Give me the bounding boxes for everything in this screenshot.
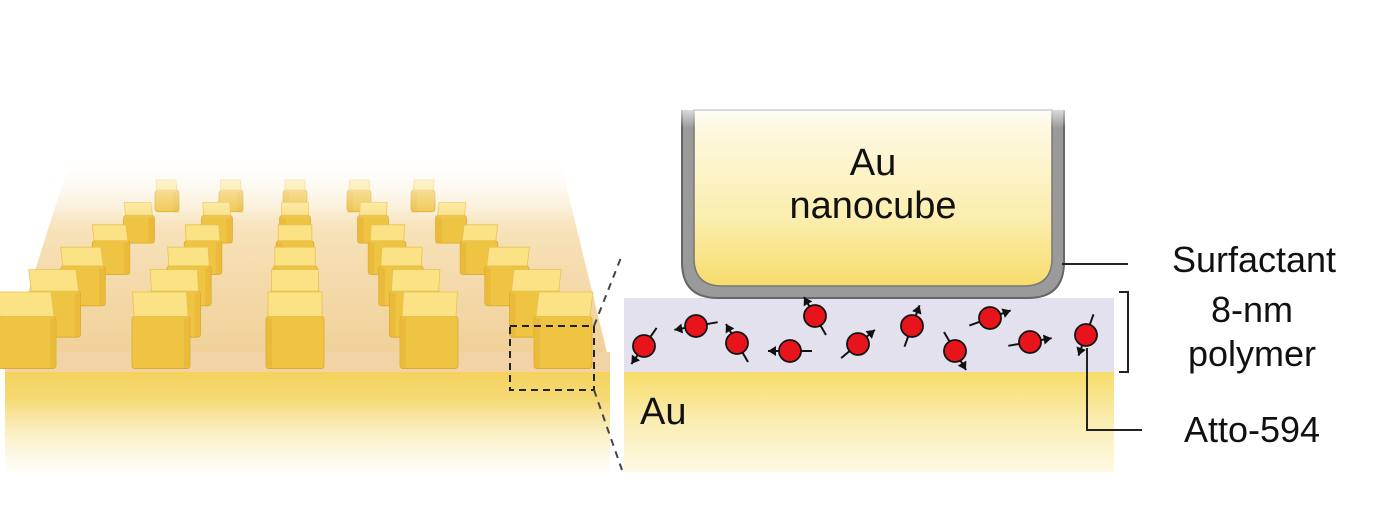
zoom-box [509, 325, 595, 391]
dye-molecule [840, 329, 876, 359]
nanocube-label-line2: nanocube [790, 185, 957, 227]
dye-molecules [630, 296, 1098, 371]
dye-molecule [768, 339, 812, 363]
dye-molecule [630, 327, 658, 365]
polymer-label-line2: polymer [1188, 333, 1316, 374]
polymer-label-line1: 8-nm [1211, 289, 1293, 330]
dye-molecule [1074, 313, 1098, 357]
dye-molecule [943, 331, 967, 371]
dye-molecule [674, 314, 718, 338]
dye-molecule [900, 304, 924, 348]
nanocube-array-cube [399, 291, 459, 369]
nanocube-array-cube [131, 291, 191, 369]
array-top-fade [0, 150, 620, 220]
dye-leader [1086, 348, 1142, 431]
dye-molecule [725, 323, 749, 363]
zoom-guide-upper [593, 254, 623, 327]
cross-section: Au nanocube Au Surfactant 8-nm polymer A… [624, 100, 1336, 472]
au-substrate-layer [624, 372, 1114, 472]
substrate-label: Au [640, 391, 686, 433]
nanocube-body [693, 109, 1053, 287]
surfactant-label: Surfactant [1172, 239, 1336, 280]
dye-molecule [1008, 330, 1052, 354]
nanocube-top-fade [676, 100, 1070, 128]
nanocube-array-cube [0, 291, 57, 369]
substrate-bottom-fade [0, 400, 620, 480]
nanocube-array-cube [91, 224, 131, 275]
dye-molecule [803, 296, 827, 336]
dye-molecule [968, 306, 1012, 330]
nanocube-array-cube [533, 291, 594, 369]
dye-label: Atto-594 [1184, 409, 1320, 450]
zoom-guide-lower [593, 389, 623, 471]
nanocube-label-line1: Au [850, 142, 896, 184]
nanocube-array-cube [265, 291, 325, 369]
polymer-bracket [1119, 291, 1129, 373]
